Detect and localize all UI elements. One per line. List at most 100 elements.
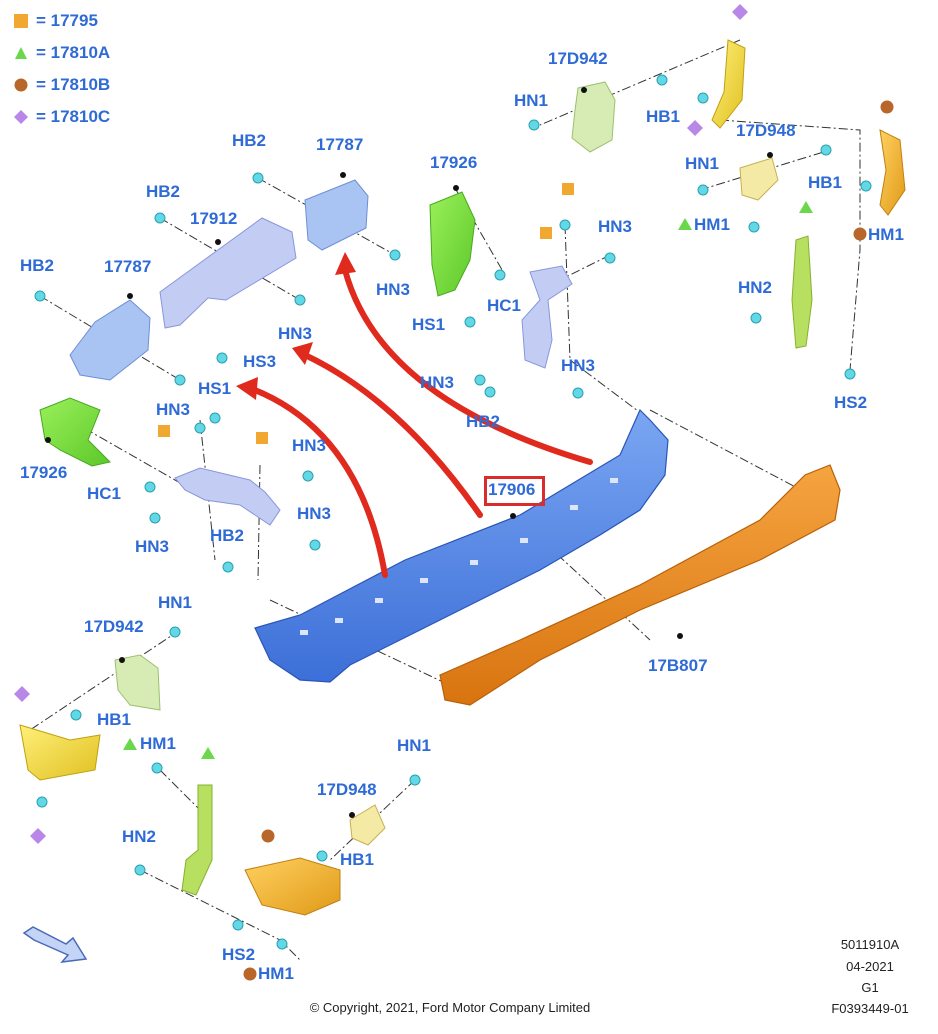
bumper-hole	[570, 505, 578, 510]
leader-dot	[453, 185, 459, 191]
fastener	[302, 470, 314, 482]
fastener	[484, 386, 496, 398]
fastener	[604, 252, 616, 264]
part-orange-bottom	[244, 857, 341, 916]
part-label-17912: 17912	[190, 209, 238, 228]
square-icon	[158, 425, 170, 437]
red-arrowhead	[335, 252, 356, 275]
legend-label: = 17810C	[36, 107, 111, 126]
fastener	[232, 919, 244, 931]
triangle-icon	[678, 218, 692, 230]
bumper-hole	[375, 598, 383, 603]
bracket-hc1-top	[521, 265, 573, 369]
legend-label: = 17810A	[36, 43, 111, 62]
fastener	[34, 290, 46, 302]
fastener	[252, 172, 264, 184]
part-green-vertical-left	[181, 784, 213, 896]
bumper-17906	[254, 408, 669, 683]
fastener-label-hb2: HB2	[232, 131, 267, 150]
fastener-label-hb2: HB2	[466, 412, 501, 431]
assembly-line	[257, 464, 261, 581]
fastener-label-hn3: HN3	[598, 217, 633, 236]
bumper-hole	[420, 578, 428, 583]
part-17D948-top	[739, 157, 779, 201]
fastener-label-hn1: HN1	[158, 593, 193, 612]
fastener-label-hn3: HN3	[561, 356, 596, 375]
part-yellow-top-right	[711, 39, 746, 129]
fastener	[464, 316, 476, 328]
diamond-icon	[14, 686, 30, 702]
part-yellow-bottom-left	[19, 724, 101, 781]
fastener	[309, 539, 321, 551]
part-label-17D948-top: 17D948	[736, 121, 796, 140]
square-icon	[562, 183, 574, 195]
fastener	[194, 422, 206, 434]
fastener-label-hn1: HN1	[397, 736, 432, 755]
fastener-label-hm1: HM1	[868, 225, 904, 244]
fastener	[144, 481, 156, 493]
illustration-code: 5011910A	[840, 937, 900, 952]
square-icon	[540, 227, 552, 239]
fastener-label-hn3: HN3	[292, 436, 327, 455]
part-label-17787-left: 17787	[104, 257, 152, 276]
assembly-line	[29, 629, 181, 731]
fastener-label-hs3: HS3	[243, 352, 277, 371]
fastener	[169, 626, 181, 638]
circle-icon	[880, 100, 894, 114]
assembly-lines	[29, 39, 861, 961]
assembly-line	[649, 409, 821, 501]
fastener-label-hs1: HS1	[412, 315, 446, 334]
leader-dot	[119, 657, 125, 663]
red-arrowheads	[236, 252, 356, 400]
relocation-arrows	[247, 267, 593, 578]
legend-label: = 17810B	[36, 75, 111, 94]
legend-label: = 17795	[36, 11, 98, 30]
bracket-17787-left	[69, 299, 151, 381]
fastener-label-hb1: HB1	[808, 173, 843, 192]
fasteners	[34, 74, 872, 950]
circle-icon	[243, 967, 257, 981]
fastener	[209, 412, 221, 424]
circle-icon	[14, 78, 28, 92]
fastener-label-hb2: HB2	[210, 526, 245, 545]
leader-dot	[45, 437, 51, 443]
leader-dot	[581, 87, 587, 93]
fastener	[559, 219, 571, 231]
triangle-icon	[123, 738, 137, 750]
part-orange-right	[879, 129, 906, 216]
triangle-icon	[15, 47, 27, 59]
leader-dot	[677, 633, 683, 639]
fastener-label-hn3: HN3	[376, 280, 411, 299]
bumper-hole	[470, 560, 478, 565]
copyright-notice: © Copyright, 2021, Ford Motor Company Li…	[309, 1000, 591, 1015]
fastener	[316, 850, 328, 862]
fastener-label-hn3: HN3	[156, 400, 191, 419]
fastener-label-hb2: HB2	[146, 182, 181, 201]
illustration-revision: G1	[861, 980, 879, 995]
fastener	[134, 864, 146, 876]
legend-item-17810a: = 17810A	[14, 42, 110, 64]
leader-dot	[349, 812, 355, 818]
fastener	[154, 212, 166, 224]
fastener	[750, 312, 762, 324]
legend-item-17810c: = 17810C	[14, 106, 110, 128]
fastener-label-hn3: HN3	[420, 373, 455, 392]
fastener-label-hb1: HB1	[340, 850, 375, 869]
part-label-17B807: 17B807	[648, 656, 708, 675]
bumper-hole	[520, 538, 528, 543]
part-17926-top	[429, 191, 476, 297]
fastener	[409, 774, 421, 786]
highlight-box	[484, 476, 545, 506]
fastener-label-hn2: HN2	[122, 827, 157, 846]
fastener-label-hn1: HN1	[685, 154, 720, 173]
leader-dot	[340, 172, 346, 178]
step-pad-17B807	[439, 464, 841, 706]
fastener	[294, 294, 306, 306]
fastener	[70, 709, 82, 721]
fastener	[697, 184, 709, 196]
fastener-label-hm1: HM1	[694, 215, 730, 234]
fastener-label-hn3: HN3	[297, 504, 332, 523]
part-label-17D942-bottom: 17D942	[84, 617, 144, 636]
bracket-17787-top	[304, 179, 369, 251]
